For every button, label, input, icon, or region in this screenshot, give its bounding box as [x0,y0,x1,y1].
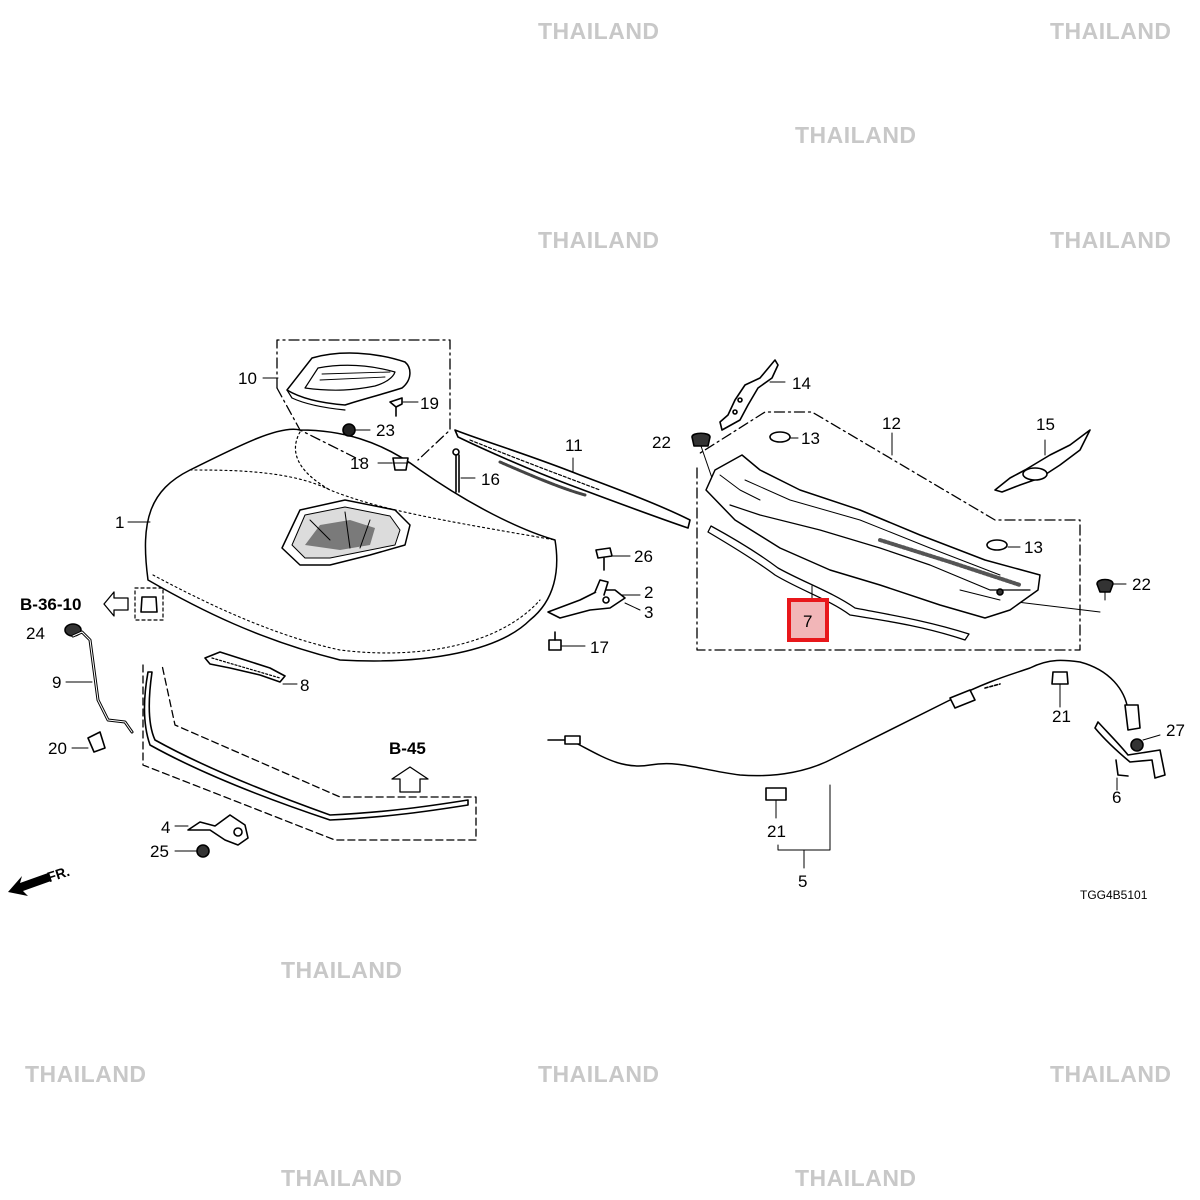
hood-scoop-opening [281,499,411,566]
part-label-22-right[interactable]: 22 [1132,575,1151,594]
bolt-16 [452,448,476,493]
part-label-11[interactable]: 11 [565,436,583,455]
watermark: THAILAND [281,1165,403,1191]
bolt-17 [548,631,586,651]
bolt-25 [174,844,210,858]
seal-strip-11 [454,429,691,529]
bumper-stop-box [134,587,164,621]
part-label-22-top[interactable]: 22 [652,433,671,452]
hood-panel [144,428,558,662]
watermark: THAILAND [538,18,660,44]
part-label-10[interactable]: 10 [238,369,257,388]
ref-b45[interactable]: B-45 [389,739,426,758]
part-label-6[interactable]: 6 [1112,788,1122,807]
ref-b36-10[interactable]: B-36-10 [20,595,82,614]
part-label-4[interactable]: 4 [161,818,171,837]
plug-13-right [986,539,1008,551]
watermark: THAILAND [1050,227,1172,253]
part-label-25[interactable]: 25 [150,842,169,861]
diagram-code: TGG4B5101 [1080,888,1148,902]
arrow-b45 [391,766,429,793]
part-label-13-right[interactable]: 13 [1024,538,1043,557]
part-label-20[interactable]: 20 [48,739,67,758]
part-label-1[interactable]: 1 [115,513,125,532]
bracket-lines-5 [777,784,831,869]
part-label-13-top[interactable]: 13 [801,429,820,448]
front-arrow [8,873,51,896]
part-label-3[interactable]: 3 [644,603,654,622]
part-label-15[interactable]: 15 [1036,415,1055,434]
part-label-14[interactable]: 14 [792,374,811,393]
part-label-7[interactable]: 7 [803,612,813,631]
prop-rod-9 [64,623,134,734]
part-label-2[interactable]: 2 [644,583,654,602]
part-label-21-bottom[interactable]: 21 [767,822,786,841]
part-label-21-top[interactable]: 21 [1052,707,1071,726]
part-label-23[interactable]: 23 [376,421,395,440]
bolt-26 [595,547,631,571]
bracket-15 [994,429,1091,493]
watermark: THAILAND [538,1061,660,1087]
release-lever-6 [1094,704,1166,791]
highlight-part-7[interactable] [787,598,829,642]
part-label-5[interactable]: 5 [798,872,808,891]
part-label-24[interactable]: 24 [26,624,45,643]
cowl-top-12 [705,454,1041,619]
cable-clip-21-top [1051,671,1069,701]
part-label-12[interactable]: 12 [882,414,901,433]
plug-13-top [769,431,791,443]
bumper-stop [140,596,158,613]
watermark: THAILAND [281,957,403,983]
clip-19 [389,397,419,417]
front-seal-strip [143,671,469,821]
arrow-b36 [103,591,129,617]
hood-hinge [547,579,641,619]
leader-lines [127,377,1061,708]
latch-bracket-8 [204,651,298,685]
watermark: THAILAND [1050,18,1172,44]
part-label-27[interactable]: 27 [1166,721,1185,740]
grommet-23 [342,423,371,437]
part-label-16[interactable]: 16 [481,470,500,489]
clip-18 [377,457,409,471]
grommet-22-top [691,432,713,479]
group-box-12 [696,411,1081,651]
cowl-seal-7 [707,525,970,641]
watermark: THAILAND [1050,1061,1172,1087]
latch-4 [174,814,249,846]
bracket-14 [719,359,786,431]
part-label-26[interactable]: 26 [634,547,653,566]
part-label-18[interactable]: 18 [350,454,369,473]
cable-clip-21-bottom [765,787,787,819]
watermark: THAILAND [795,122,917,148]
part-label-19[interactable]: 19 [420,394,439,413]
hood-scoop-cover [286,352,411,411]
part-label-8[interactable]: 8 [300,676,310,695]
watermark: THAILAND [538,227,660,253]
holder-20 [71,731,106,753]
watermark: THAILAND [25,1061,147,1087]
group-box-b45 [142,664,477,841]
part-label-9[interactable]: 9 [52,673,62,692]
release-cable-5 [547,659,1129,777]
watermark: THAILAND [795,1165,917,1191]
part-label-17[interactable]: 17 [590,638,609,657]
